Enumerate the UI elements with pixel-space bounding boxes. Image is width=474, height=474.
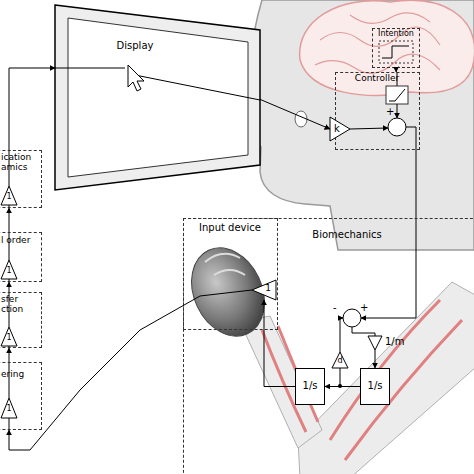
- pipeline-box: l order 1: [0, 232, 42, 282]
- node-text: k: [331, 123, 343, 134]
- node-text: Controller: [337, 74, 417, 84]
- wire: [397, 104, 398, 118]
- wire: [352, 327, 375, 336]
- shape-outline: [55, 5, 260, 190]
- wire: [9, 362, 10, 398]
- node-text: d: [333, 357, 347, 366]
- ramp-signal: [389, 89, 405, 101]
- controller-box: Controllerk: [335, 72, 420, 150]
- node-text: Input device: [185, 222, 275, 233]
- eye: [295, 111, 307, 127]
- triangle: [252, 280, 276, 300]
- signal-arrow: [9, 290, 252, 450]
- signal-arrow: [260, 99, 330, 129]
- node-text: 1: [262, 284, 274, 294]
- input-device-box: Input device 1: [183, 218, 278, 330]
- node-text: l order: [1, 236, 41, 246]
- display-screen: Display: [55, 5, 260, 190]
- node-text: ication amics: [1, 153, 41, 173]
- node-text: Display: [100, 40, 170, 51]
- head-silhouette: [248, 0, 474, 250]
- brain-gyri: [315, 13, 440, 73]
- monitor-frame: [55, 5, 260, 190]
- sign-label: -: [333, 302, 337, 313]
- gain-triangle: k: [330, 117, 350, 141]
- signal-arrow: [9, 348, 10, 362]
- wire: [350, 128, 388, 129]
- gain-triangle: [1, 398, 17, 418]
- mouse: [178, 236, 279, 348]
- gain-triangle: [1, 260, 17, 279]
- gain-triangle: 1: [252, 280, 276, 300]
- signal-arrow: [325, 386, 360, 387]
- gain-triangle: [1, 186, 17, 205]
- wire: [340, 318, 343, 352]
- integrator-box: 1/s: [295, 368, 325, 405]
- sum-junction: [388, 118, 406, 136]
- node-text: 1: [4, 334, 14, 343]
- wire: [9, 418, 10, 430]
- biomechanics-box: Biomechanics Input device 1 1/s 1/s d: [183, 218, 474, 474]
- sum-junction: [343, 309, 361, 327]
- gain-label: 1/m: [385, 336, 404, 347]
- gain-triangle: [368, 336, 382, 350]
- pipeline-box: sfer ction 1: [0, 292, 42, 348]
- signal-arrow: [264, 300, 295, 387]
- node-text: 1/s: [296, 380, 324, 391]
- node-text: Biomechanics: [292, 229, 402, 240]
- step-signal: [382, 46, 409, 58]
- pipeline-box: ication amics 1: [0, 150, 42, 208]
- signal-arrow: [9, 208, 10, 232]
- node-text: 1: [4, 405, 14, 414]
- node-text: 1/s: [361, 380, 389, 391]
- wire: [375, 350, 376, 368]
- sign-label: +: [360, 302, 368, 313]
- node-text: 1: [4, 267, 14, 276]
- wire: [340, 368, 341, 386]
- ramp-box: [386, 86, 408, 104]
- sign-label: +: [386, 106, 394, 117]
- cursor: [128, 65, 144, 91]
- node-text: ering: [1, 370, 41, 380]
- muscles: [262, 300, 462, 460]
- triangle: [330, 117, 350, 141]
- intention-inner-box: [379, 41, 413, 63]
- brain: [300, 0, 474, 95]
- wire: [135, 75, 260, 100]
- monitor-screen: [68, 18, 248, 177]
- node-text: sfer ction: [1, 295, 41, 315]
- signal-arrow: [9, 282, 10, 292]
- damping-triangle: d: [332, 352, 348, 368]
- node-text: Intention: [373, 30, 419, 39]
- node-text: 1: [4, 193, 14, 202]
- signal-arrow: [9, 68, 55, 150]
- integrator-box: 1/s: [360, 368, 390, 405]
- wire: [55, 68, 125, 69]
- gain-triangle: [1, 327, 17, 346]
- triangle: [332, 352, 348, 368]
- wire: [361, 127, 416, 318]
- shape-outline: [330, 117, 350, 141]
- pipeline-box: ering 1: [0, 362, 42, 430]
- shape-outline: [252, 280, 276, 300]
- junction-dot: [338, 384, 342, 388]
- intention-box: Intention: [372, 28, 420, 68]
- mouse-detail: [205, 254, 245, 275]
